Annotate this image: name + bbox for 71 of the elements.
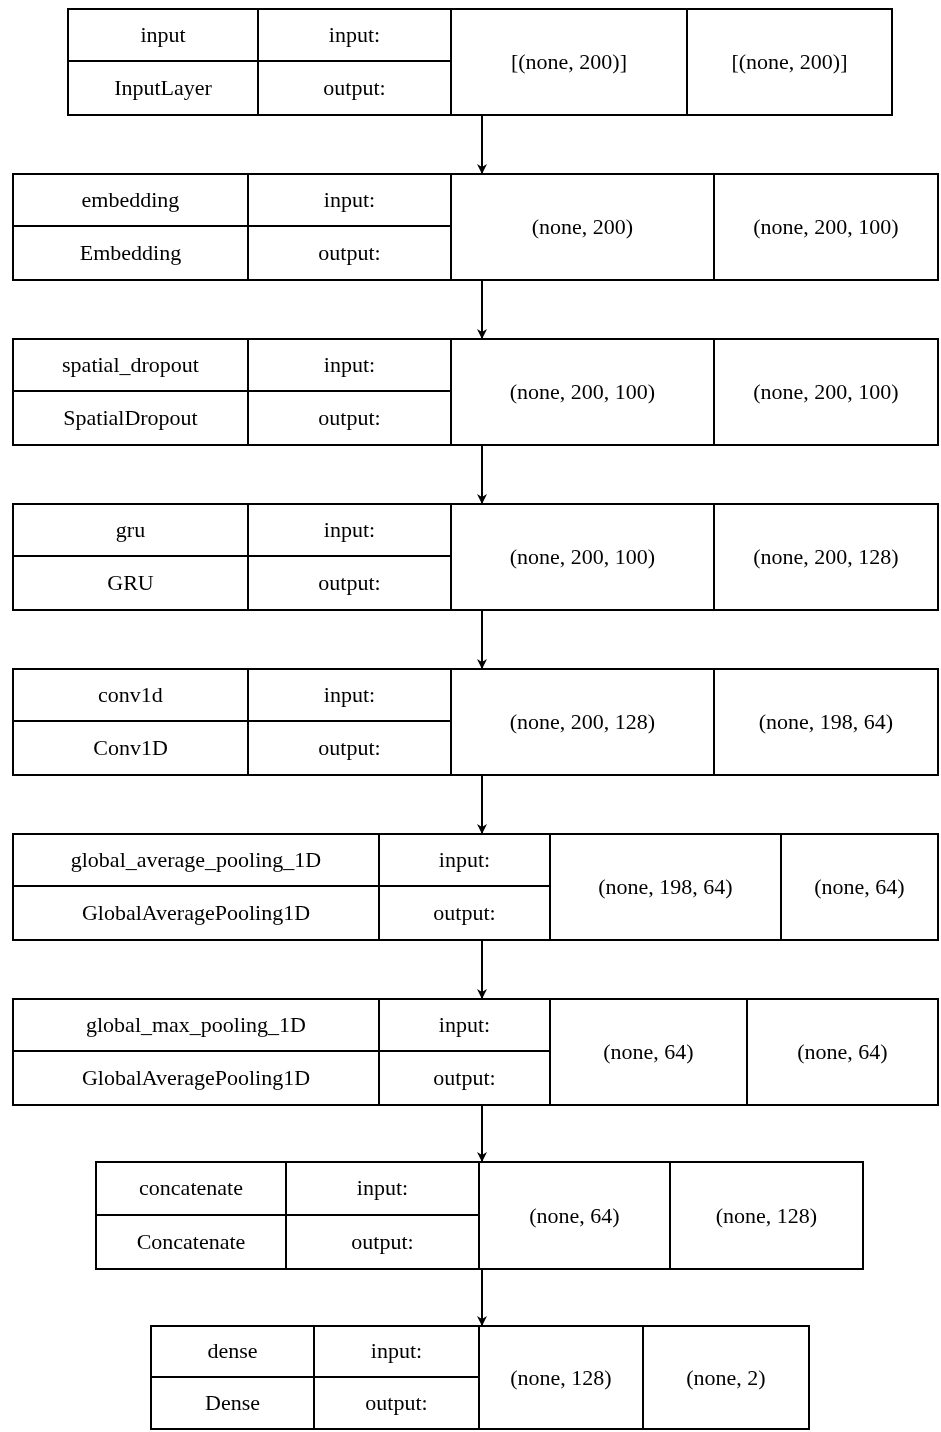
shape-value: (none, 128) xyxy=(715,1202,818,1229)
layer-box xyxy=(12,173,939,281)
shape-value: [(none, 200)] xyxy=(731,49,848,75)
port-label: output: xyxy=(365,1389,428,1416)
layer-name: spatial_dropout xyxy=(62,352,199,378)
shape-value: (none, 200, 100) xyxy=(753,379,899,405)
layer-class: Conv1D xyxy=(93,735,168,761)
port-label: output: xyxy=(351,1228,414,1255)
arrow xyxy=(477,445,487,504)
layer-class: Embedding xyxy=(79,240,182,266)
port-label: input: xyxy=(323,352,376,378)
shape-value: (none, 64) xyxy=(814,874,905,900)
shape-value: (none, 200, 128) xyxy=(753,544,899,570)
layer-class: SpatialDropout xyxy=(63,405,198,431)
layer-box xyxy=(95,1161,864,1270)
layer-box xyxy=(150,1325,810,1430)
shape-value: (none, 200, 100) xyxy=(753,214,899,240)
layer-box xyxy=(67,8,893,116)
layer-name: gru xyxy=(115,517,146,543)
layer-box xyxy=(12,338,939,446)
layer-class: GlobalAveragePooling1D xyxy=(81,1065,311,1091)
port-label: input: xyxy=(438,1012,491,1038)
shape-value: (none, 198, 64) xyxy=(598,874,733,900)
arrow xyxy=(477,775,487,834)
shape-value: (none, 128) xyxy=(510,1364,612,1391)
port-label: output: xyxy=(318,405,381,431)
shape-value: (none, 64) xyxy=(529,1202,620,1229)
layer-class: Concatenate xyxy=(136,1228,246,1255)
arrow xyxy=(477,1105,487,1162)
layer-name: embedding xyxy=(81,187,180,213)
port-label: output: xyxy=(433,1065,496,1091)
port-label: output: xyxy=(323,75,386,101)
arrow xyxy=(477,940,487,999)
arrow xyxy=(477,610,487,669)
shape-value: (none, 2) xyxy=(686,1364,766,1391)
layer-class: GlobalAveragePooling1D xyxy=(81,900,311,926)
layer-name: global_average_pooling_1D xyxy=(70,847,322,873)
shape-value: (none, 200, 100) xyxy=(509,379,656,405)
port-label: input: xyxy=(328,22,381,48)
arrow xyxy=(477,280,487,339)
port-label: input: xyxy=(438,847,491,873)
layer-class: Dense xyxy=(205,1389,260,1416)
port-label: input: xyxy=(323,187,376,213)
port-label: output: xyxy=(318,240,381,266)
layer-box xyxy=(12,503,939,611)
shape-value: (none, 198, 64) xyxy=(758,709,894,735)
layer-box xyxy=(12,998,939,1106)
layer-name: input xyxy=(140,22,186,48)
port-label: input: xyxy=(356,1175,409,1202)
shape-value: (none, 64) xyxy=(603,1039,694,1065)
layer-name: dense xyxy=(207,1338,258,1365)
port-label: input: xyxy=(370,1338,423,1365)
shape-value: (none, 64) xyxy=(797,1039,888,1065)
port-label: output: xyxy=(433,900,496,926)
shape-value: (none, 200) xyxy=(531,214,634,240)
port-label: input: xyxy=(323,517,376,543)
layer-name: global_max_pooling_1D xyxy=(86,1012,306,1038)
layer-name: concatenate xyxy=(139,1175,243,1202)
arrow xyxy=(477,1269,487,1326)
port-label: output: xyxy=(318,570,381,596)
layer-name: conv1d xyxy=(98,682,163,708)
shape-value: [(none, 200)] xyxy=(510,49,628,75)
shape-value: (none, 200, 100) xyxy=(509,544,656,570)
layer-box xyxy=(12,833,939,941)
port-label: output: xyxy=(318,735,381,761)
arrow xyxy=(477,115,487,174)
port-label: input: xyxy=(323,682,376,708)
shape-value: (none, 200, 128) xyxy=(509,709,656,735)
layer-class: InputLayer xyxy=(114,75,212,101)
layer-class: GRU xyxy=(107,570,154,596)
layer-box xyxy=(12,668,939,776)
